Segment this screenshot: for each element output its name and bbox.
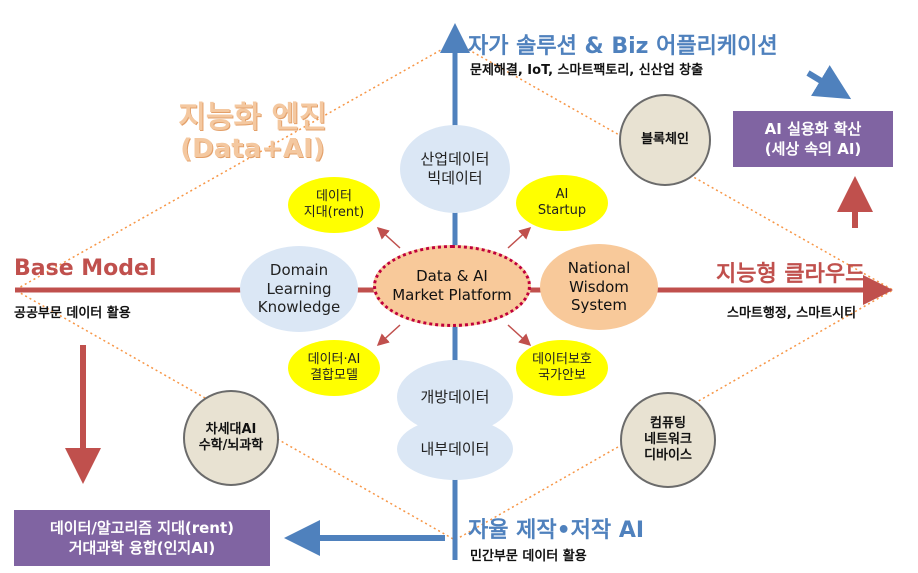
open-data-label: 개방데이터 [420, 387, 490, 406]
data-ai-model-node: 데이터·AI 결합모델 [288, 340, 380, 396]
engine-subtitle: (Data+AI) [180, 134, 325, 164]
next-gen-line2: 수학/뇌과학 [198, 438, 264, 453]
industry-data-line1: 산업데이터 [420, 150, 490, 169]
next-gen-ai-node: 차세대AI 수학/뇌과학 [183, 390, 279, 486]
yellow-tl-line2: 지대(rent) [303, 205, 365, 220]
ai-practical-line1: AI 실용화 확산 [764, 119, 862, 138]
center-arrow-ur [507, 226, 532, 249]
bottom-title: 자율 제작•저작 AI [468, 518, 645, 543]
domain-line3: Knowledge [257, 298, 341, 317]
left-sub: 공공부문 데이터 활용 [14, 306, 131, 321]
yellow-tl-line1: 데이터 [316, 188, 352, 204]
yellow-bl-line2: 결합모델 [310, 368, 358, 383]
engine-title: 지능화 엔진 [178, 100, 327, 135]
yellow-bl-line1: 데이터·AI [307, 351, 361, 367]
industry-data-node: 산업데이터 빅데이터 [400, 125, 510, 213]
data-rent-line2: 거대과학 융합(인지AI) [68, 539, 216, 557]
computing-line2: 네트워크 [644, 431, 692, 447]
yellow-tr-line1: AI [555, 186, 569, 202]
internal-data-label: 내부데이터 [420, 439, 490, 458]
market-line2: Market Platform [392, 286, 512, 304]
ai-practical-line2: (세상 속의 AI) [764, 140, 862, 158]
data-rent-node: 데이터 지대(rent) [288, 177, 380, 233]
next-gen-line1: 차세대AI [205, 421, 257, 437]
right-sub: 스마트행정, 스마트시티 [727, 306, 857, 321]
left-title: Base Model [14, 256, 157, 281]
yellow-br-line2: 국가안보 [538, 368, 586, 383]
national-line1: National [567, 258, 631, 277]
data-security-node: 데이터보호 국가안보 [516, 340, 608, 396]
national-line3: System [571, 296, 627, 315]
right-title: 지능형 클라우드 [716, 262, 866, 287]
top-sub: 문제해결, IoT, 스마트팩토리, 신산업 창출 [470, 63, 704, 78]
arrow-to-ai-box [806, 65, 852, 100]
computing-node: 컴퓨팅 네트워크 디바이스 [620, 392, 716, 488]
national-wisdom-node: National Wisdom System [540, 244, 658, 330]
market-line1: Data & AI [416, 267, 488, 286]
center-arrow-dl [376, 324, 401, 347]
yellow-tr-line2: Startup [537, 203, 587, 218]
blockchain-node: 블록체인 [619, 94, 711, 186]
market-platform-node: Data & AI Market Platform [373, 245, 531, 327]
domain-line1: Domain [269, 260, 329, 279]
ai-startup-node: AI Startup [516, 175, 608, 231]
dotted-diamond [13, 41, 895, 541]
ai-practical-box: AI 실용화 확산 (세상 속의 AI) [733, 111, 893, 167]
center-arrow-dr [507, 324, 532, 347]
computing-line1: 컴퓨팅 [650, 415, 686, 431]
data-rent-line1: 데이터/알고리즘 지대(rent) [49, 518, 235, 537]
data-rent-box: 데이터/알고리즘 지대(rent) 거대과학 융합(인지AI) [14, 510, 270, 566]
top-title: 자가 솔루션 & Biz 어플리케이션 [468, 34, 778, 59]
domain-knowledge-node: Domain Learning Knowledge [240, 246, 358, 332]
internal-data-node: 내부데이터 [397, 418, 513, 480]
computing-line3: 디바이스 [644, 448, 692, 464]
national-line2: Wisdom [569, 277, 629, 296]
yellow-br-line1: 데이터보호 [532, 351, 592, 367]
industry-data-line2: 빅데이터 [427, 169, 483, 187]
blockchain-label: 블록체인 [641, 131, 689, 147]
center-arrow-ul [376, 226, 401, 249]
bottom-sub: 민간부문 데이터 활용 [470, 549, 587, 564]
domain-line2: Learning [266, 279, 332, 298]
